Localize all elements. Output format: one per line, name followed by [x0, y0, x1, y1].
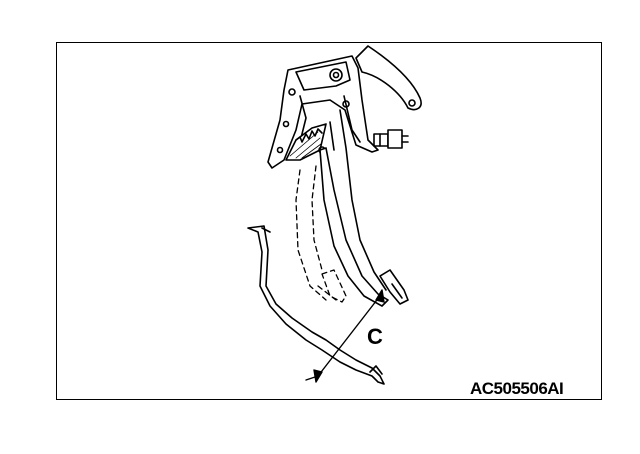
dimension-label-c: C [367, 324, 383, 349]
dimension-c [305, 289, 385, 383]
mounting-arm [355, 45, 422, 111]
figure-id: AC505506AI [470, 379, 564, 398]
pedal-pad [379, 269, 409, 305]
pedal-arm-depressed-outline [295, 165, 347, 303]
floor-panel [247, 225, 385, 385]
toothed-sector [285, 123, 327, 161]
stop-lamp-switch [373, 129, 409, 149]
pedal-arm [319, 109, 389, 307]
pedal-support-bracket [267, 55, 379, 169]
